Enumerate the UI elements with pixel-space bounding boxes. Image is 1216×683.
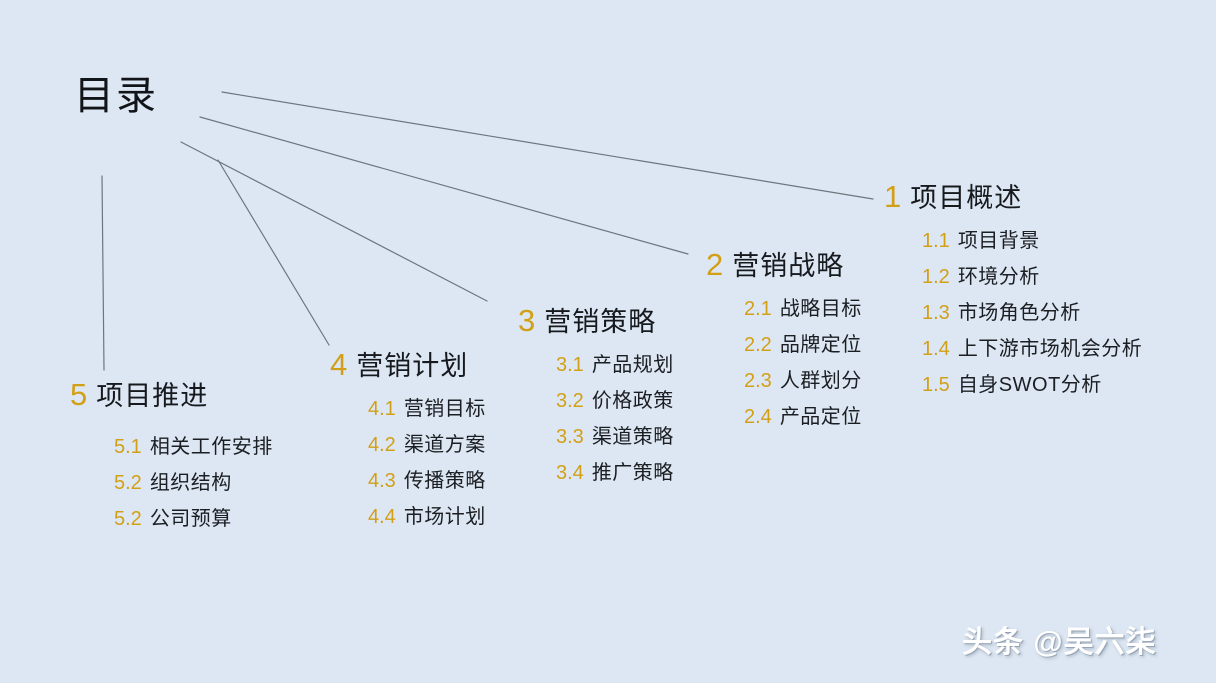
section-4-item-list: 4.1 营销目标 4.2 渠道方案 4.3 传播策略 4.4 市场计划	[368, 391, 486, 535]
section-2-item-list: 2.1 战略目标 2.2 品牌定位 2.3 人群划分 2.4 产品定位	[744, 291, 862, 435]
connector-line-1	[221, 91, 874, 200]
item-number: 5.2	[114, 508, 142, 530]
list-item[interactable]: 3.2 价格政策	[556, 383, 674, 419]
section-1-title: 项目概述	[910, 183, 1023, 213]
watermark: 头条 @吴六柒	[962, 626, 1157, 659]
item-number: 3.4	[556, 462, 584, 484]
item-number: 2.3	[744, 370, 772, 392]
item-label: 市场角色分析	[957, 302, 1081, 324]
item-number: 3.3	[556, 426, 584, 448]
item-label: 产品规划	[591, 354, 674, 376]
toc-section-3[interactable]: 3 营销策略 3.1 产品规划 3.2 价格政策 3.3 渠道策略 3.4 推广…	[518, 304, 674, 491]
list-item[interactable]: 1.2 环境分析	[922, 259, 1142, 295]
item-label: 人群划分	[779, 370, 862, 392]
list-item[interactable]: 5.1 相关工作安排	[114, 429, 273, 465]
list-item[interactable]: 5.2 公司预算	[114, 501, 273, 537]
item-number: 3.2	[556, 390, 584, 412]
section-3-heading[interactable]: 3 营销策略	[518, 304, 674, 339]
item-number: 4.3	[368, 470, 396, 492]
list-item[interactable]: 1.3 市场角色分析	[922, 295, 1142, 331]
item-number: 2.2	[744, 334, 772, 356]
page-title: 目录	[74, 74, 158, 118]
list-item[interactable]: 2.2 品牌定位	[744, 327, 862, 363]
item-label: 营销目标	[403, 398, 486, 420]
item-number: 1.4	[922, 338, 950, 360]
item-label: 市场计划	[403, 506, 486, 528]
section-1-item-list: 1.1 项目背景 1.2 环境分析 1.3 市场角色分析 1.4 上下游市场机会…	[922, 223, 1142, 403]
list-item[interactable]: 3.4 推广策略	[556, 455, 674, 491]
connector-line-4	[217, 159, 330, 346]
list-item[interactable]: 4.2 渠道方案	[368, 427, 486, 463]
item-number: 1.1	[922, 230, 950, 252]
item-label: 自身SWOT分析	[957, 374, 1102, 396]
list-item[interactable]: 2.3 人群划分	[744, 363, 862, 399]
connector-line-3	[180, 141, 488, 302]
section-5-number: 5	[70, 377, 88, 412]
item-number: 2.4	[744, 406, 772, 428]
item-number: 3.1	[556, 354, 584, 376]
section-2-title: 营销战略	[732, 251, 845, 281]
list-item[interactable]: 4.3 传播策略	[368, 463, 486, 499]
section-5-heading[interactable]: 5 项目推进	[70, 378, 273, 413]
section-3-title: 营销策略	[544, 307, 657, 337]
item-label: 传播策略	[403, 470, 486, 492]
section-2-heading[interactable]: 2 营销战略	[706, 248, 862, 283]
item-label: 渠道方案	[403, 434, 486, 456]
toc-section-1[interactable]: 1 项目概述 1.1 项目背景 1.2 环境分析 1.3 市场角色分析 1.4 …	[884, 180, 1142, 403]
item-number: 2.1	[744, 298, 772, 320]
item-number: 5.2	[114, 472, 142, 494]
list-item[interactable]: 2.4 产品定位	[744, 399, 862, 435]
connector-line-2	[199, 116, 689, 255]
item-number: 4.4	[368, 506, 396, 528]
list-item[interactable]: 1.1 项目背景	[922, 223, 1142, 259]
item-label: 项目背景	[957, 230, 1040, 252]
item-number: 1.2	[922, 266, 950, 288]
section-4-title: 营销计划	[356, 351, 469, 381]
item-number: 4.1	[368, 398, 396, 420]
list-item[interactable]: 1.5 自身SWOT分析	[922, 367, 1142, 403]
item-label: 推广策略	[591, 462, 674, 484]
item-number: 1.3	[922, 302, 950, 324]
toc-section-2[interactable]: 2 营销战略 2.1 战略目标 2.2 品牌定位 2.3 人群划分 2.4 产品…	[706, 248, 862, 435]
list-item[interactable]: 5.2 组织结构	[114, 465, 273, 501]
section-4-heading[interactable]: 4 营销计划	[330, 348, 486, 383]
list-item[interactable]: 3.1 产品规划	[556, 347, 674, 383]
item-number: 4.2	[368, 434, 396, 456]
section-3-item-list: 3.1 产品规划 3.2 价格政策 3.3 渠道策略 3.4 推广策略	[556, 347, 674, 491]
item-number: 1.5	[922, 374, 950, 396]
list-item[interactable]: 4.4 市场计划	[368, 499, 486, 535]
list-item[interactable]: 2.1 战略目标	[744, 291, 862, 327]
section-1-heading[interactable]: 1 项目概述	[884, 180, 1142, 215]
section-5-title: 项目推进	[96, 381, 209, 411]
toc-section-5[interactable]: 5 项目推进 5.1 相关工作安排 5.2 组织结构 5.2 公司预算	[70, 378, 273, 537]
list-item[interactable]: 3.3 渠道策略	[556, 419, 674, 455]
item-label: 环境分析	[957, 266, 1040, 288]
item-label: 战略目标	[779, 298, 862, 320]
section-5-item-list: 5.1 相关工作安排 5.2 组织结构 5.2 公司预算	[114, 429, 273, 537]
section-1-number: 1	[884, 179, 902, 214]
item-label: 公司预算	[149, 508, 232, 530]
item-label: 组织结构	[149, 472, 232, 494]
item-label: 相关工作安排	[149, 436, 273, 458]
toc-section-4[interactable]: 4 营销计划 4.1 营销目标 4.2 渠道方案 4.3 传播策略 4.4 市场…	[330, 348, 486, 535]
item-label: 产品定位	[779, 406, 862, 428]
connector-line-5	[101, 175, 105, 371]
section-2-number: 2	[706, 247, 724, 282]
item-label: 价格政策	[591, 390, 674, 412]
list-item[interactable]: 4.1 营销目标	[368, 391, 486, 427]
section-3-number: 3	[518, 303, 536, 338]
item-number: 5.1	[114, 436, 142, 458]
list-item[interactable]: 1.4 上下游市场机会分析	[922, 331, 1142, 367]
item-label: 渠道策略	[591, 426, 674, 448]
item-label: 上下游市场机会分析	[957, 338, 1143, 360]
item-label: 品牌定位	[779, 334, 862, 356]
section-4-number: 4	[330, 347, 348, 382]
